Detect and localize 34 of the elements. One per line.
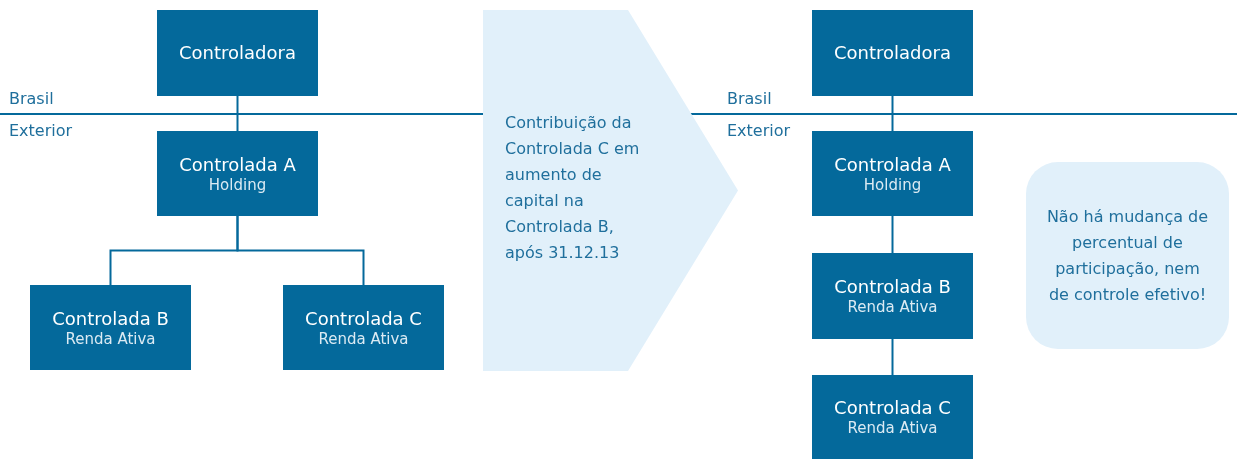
note-bubble bbox=[1026, 162, 1229, 349]
region-label: Brasil bbox=[727, 89, 772, 109]
connector-line bbox=[236, 95, 239, 132]
connector-line bbox=[236, 215, 365, 286]
connector-line bbox=[891, 338, 894, 376]
region-label: Exterior bbox=[727, 121, 791, 141]
connector-line bbox=[891, 95, 894, 132]
connector-line bbox=[891, 215, 894, 254]
box-title: Controlada A bbox=[834, 153, 951, 176]
entity-box bbox=[812, 375, 973, 459]
entity-box bbox=[812, 131, 973, 216]
box-title: Controlada A bbox=[179, 153, 296, 176]
entity-box bbox=[157, 131, 318, 216]
box-title: Controlada C bbox=[834, 397, 951, 419]
box-subtitle: Holding bbox=[863, 175, 922, 194]
entity-box bbox=[157, 10, 318, 96]
box-title: Controlada B bbox=[52, 307, 169, 330]
note-text: Não há mudança de percentual de participação, nem de controle efetivo! bbox=[1045, 205, 1210, 306]
region-label: Exterior bbox=[9, 121, 73, 141]
box-subtitle: Renda Ativa bbox=[318, 329, 409, 348]
box-subtitle: Renda Ativa bbox=[65, 329, 156, 348]
entity-box bbox=[812, 253, 973, 339]
box-subtitle: Holding bbox=[208, 175, 267, 194]
box-title: Controlada C bbox=[305, 307, 422, 330]
entity-box bbox=[283, 285, 444, 370]
box-subtitle: Renda Ativa bbox=[847, 298, 938, 316]
box-title: Controladora bbox=[834, 42, 951, 64]
note-text: Contribuição da Controlada C em aumento de capital na Controlada B, após 31.12.13 bbox=[505, 112, 641, 264]
entity-box bbox=[30, 285, 191, 370]
box-title: Controlada B bbox=[834, 276, 951, 298]
box-subtitle: Renda Ativa bbox=[847, 419, 938, 437]
box-title: Controladora bbox=[179, 42, 296, 64]
entity-box bbox=[812, 10, 973, 96]
region-label: Brasil bbox=[9, 89, 54, 109]
